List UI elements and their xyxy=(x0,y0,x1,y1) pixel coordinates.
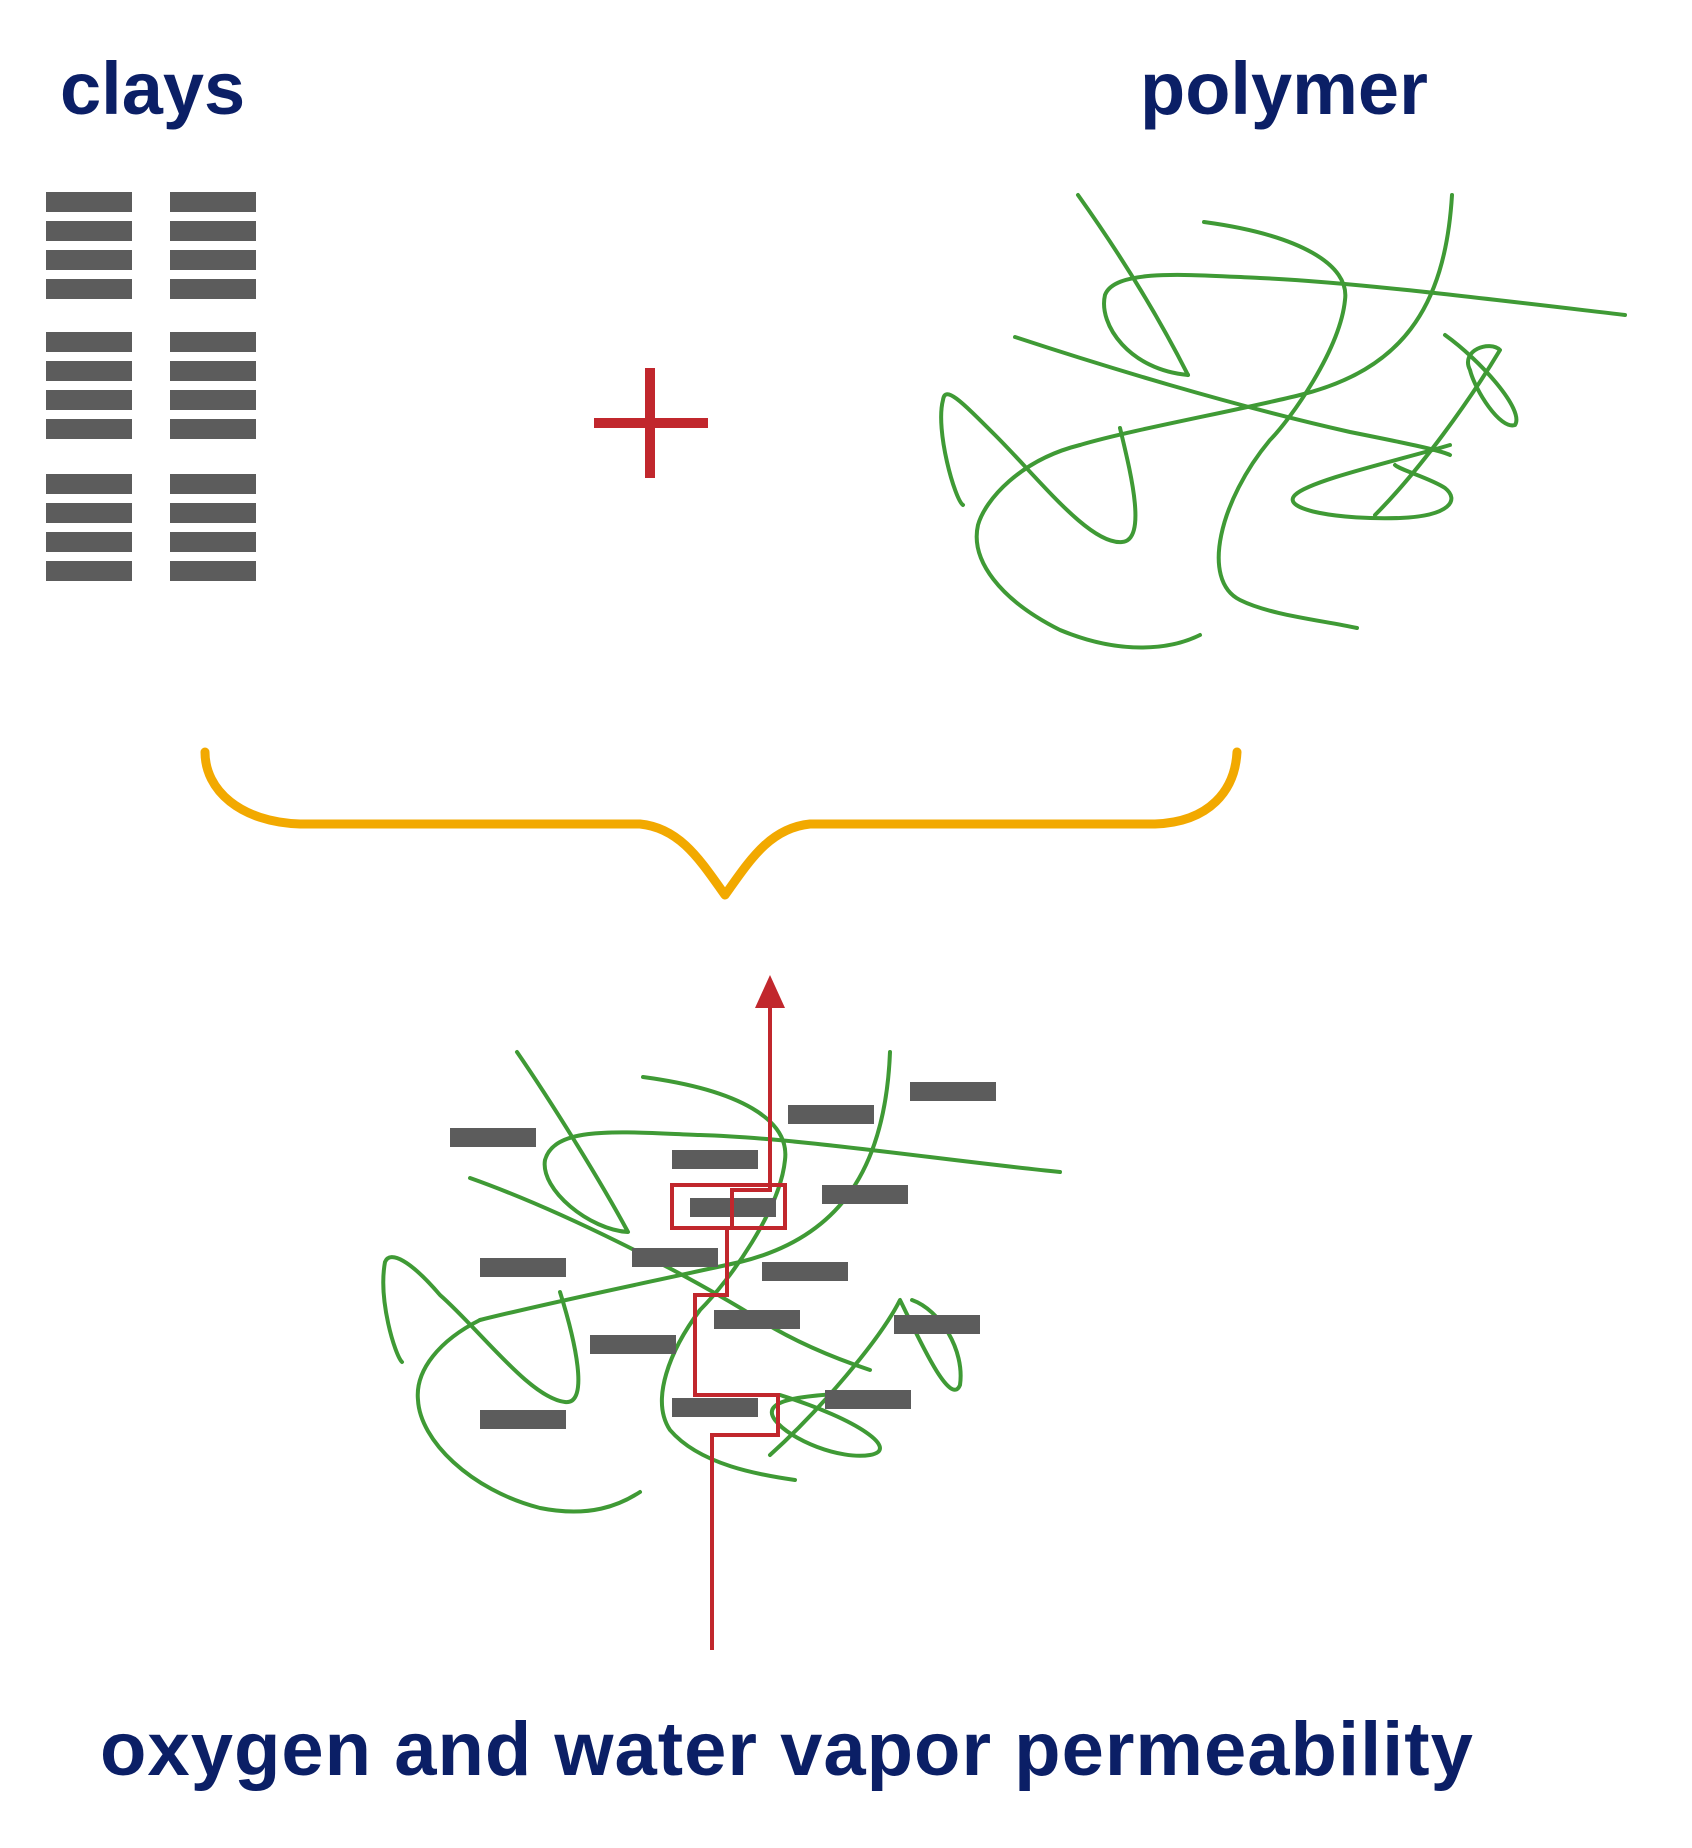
clay-layer xyxy=(170,474,256,494)
clay-layer xyxy=(46,561,132,581)
plus-sign xyxy=(594,368,708,478)
clay-layer xyxy=(170,279,256,299)
clay-layer xyxy=(170,503,256,523)
clay-layer xyxy=(46,332,132,352)
dispersed-clay-platelets xyxy=(450,1082,996,1429)
curly-brace xyxy=(200,747,1242,900)
clay-platelet xyxy=(672,1150,758,1169)
clay-layer xyxy=(170,390,256,410)
clay-layer xyxy=(46,250,132,270)
permeation-path-arrow xyxy=(670,975,787,1650)
clay-layer xyxy=(46,361,132,381)
clay-platelet xyxy=(822,1185,908,1204)
clay-platelet xyxy=(480,1410,566,1429)
caption-label: oxygen and water vapor permeability xyxy=(100,1707,1474,1792)
clay-layer xyxy=(46,192,132,212)
clay-layer xyxy=(170,361,256,381)
clays-label: clays xyxy=(60,47,246,130)
clay-layer xyxy=(46,390,132,410)
clay-layer xyxy=(46,419,132,439)
clay-platelet xyxy=(894,1315,980,1334)
clay-platelet xyxy=(480,1258,566,1277)
clay-platelet xyxy=(762,1262,848,1281)
polymer-label: polymer xyxy=(1140,47,1428,130)
clay-platelet xyxy=(788,1105,874,1124)
clay-platelet xyxy=(450,1128,536,1147)
clay-stacks xyxy=(46,192,256,581)
clay-layer xyxy=(46,474,132,494)
polymer-chains xyxy=(939,193,1627,650)
clay-layer xyxy=(46,532,132,552)
clay-platelet xyxy=(632,1248,718,1267)
clay-layer xyxy=(170,532,256,552)
clay-layer xyxy=(46,221,132,241)
clay-layer xyxy=(170,332,256,352)
clay-layer xyxy=(170,561,256,581)
clay-platelet xyxy=(910,1082,996,1101)
nanocomposite-chains xyxy=(381,1050,1062,1514)
clay-layer xyxy=(170,192,256,212)
clay-platelet xyxy=(672,1398,758,1417)
clay-layer xyxy=(46,279,132,299)
clay-platelet xyxy=(590,1335,676,1354)
clay-layer xyxy=(46,503,132,523)
clay-layer xyxy=(170,221,256,241)
clay-layer xyxy=(170,250,256,270)
clay-layer xyxy=(170,419,256,439)
clay-platelet xyxy=(825,1390,911,1409)
clay-platelet xyxy=(714,1310,800,1329)
